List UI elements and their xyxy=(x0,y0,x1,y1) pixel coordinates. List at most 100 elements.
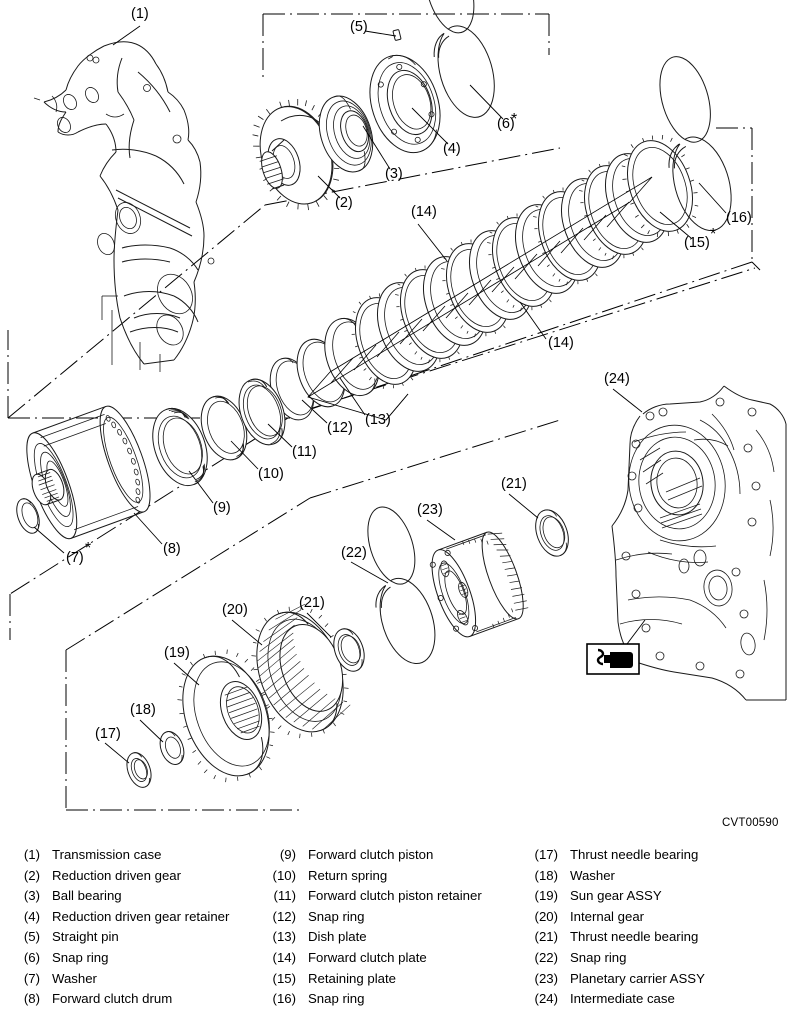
legend-item-label: Ball bearing xyxy=(52,888,122,904)
legend-item-number: (18) xyxy=(534,867,558,883)
legend-item-number: (1) xyxy=(23,847,40,862)
legend-item-number: (9) xyxy=(279,847,296,862)
legend-row: (15)Retaining plate xyxy=(262,969,482,990)
callout-leader-line xyxy=(139,719,164,743)
callout-number: (19) xyxy=(164,645,190,661)
callout-leader-line xyxy=(362,125,391,170)
callout-number: (8) xyxy=(163,541,181,557)
legend-item-label: Snap ring xyxy=(570,949,627,965)
callout-2: (2) xyxy=(317,175,353,211)
asterisk-layer: *** xyxy=(85,111,716,557)
legend-row: (6) Snap ring xyxy=(6,948,229,969)
callout-number: (10) xyxy=(258,466,284,482)
callout-number: (24) xyxy=(604,371,630,387)
part-forward-clutch-piston xyxy=(152,407,208,487)
legend-row: (4)Reduction driven gear retainer xyxy=(6,907,230,928)
legend-item-label: Washer xyxy=(52,970,97,986)
legend-row: (23)Planetary carrier ASSY xyxy=(524,969,705,990)
legend-row: (19)Sun gear ASSY xyxy=(524,886,705,907)
legend-item-label: Straight pin xyxy=(52,929,119,945)
legend-item-label: Intermediate case xyxy=(570,991,675,1007)
callout-17: (17) xyxy=(95,726,130,764)
callout-number: (17) xyxy=(95,726,121,742)
callout-number: (18) xyxy=(130,702,156,718)
callout-5: (5) xyxy=(350,19,397,37)
callout-14: (14) xyxy=(411,204,448,262)
legend-row: (13)Dish plate xyxy=(262,927,482,948)
asterisk-mark: * xyxy=(85,540,91,557)
part-planetary-carrier-assy xyxy=(429,531,529,638)
callout-leader-line xyxy=(267,423,293,448)
legend-row: (8)Forward clutch drum xyxy=(6,989,229,1010)
callout-leader-line xyxy=(411,107,449,145)
legend-row: (10)Return spring xyxy=(262,866,482,887)
callout-leader-line xyxy=(306,612,332,638)
legend-item-label: Snap ring xyxy=(308,991,365,1007)
legend-item-label: Snap ring xyxy=(52,949,109,965)
callout-leader-line xyxy=(364,30,397,37)
callout-number: (6) xyxy=(497,116,515,132)
part-snap-ring-6 xyxy=(424,0,495,118)
legend-item-label: Retaining plate xyxy=(308,970,396,986)
legend-item-number: (5) xyxy=(23,929,40,945)
callout-14: (14) xyxy=(519,301,574,351)
part-intermediate-case xyxy=(611,385,787,701)
callout-number: (11) xyxy=(292,444,317,460)
callout-4: (4) xyxy=(411,107,461,157)
callout-number: (2) xyxy=(335,195,353,211)
figure-code: CVT00590 xyxy=(722,817,779,829)
callout-leader-line xyxy=(659,211,692,239)
callout-leader-line xyxy=(508,493,539,519)
callout-18: (18) xyxy=(130,702,164,743)
callout-20: (20) xyxy=(222,602,263,646)
callout-number: (16) xyxy=(726,210,752,226)
part-reduction-driven-gear-retainer xyxy=(369,54,441,154)
legend-row: (20)Internal gear xyxy=(524,907,705,928)
callout-number: (21) xyxy=(299,595,325,611)
part-clutch-plate-stack xyxy=(269,134,699,421)
callout-number: (12) xyxy=(327,420,353,436)
callout-leader-line xyxy=(469,84,504,120)
callout-leader-line xyxy=(133,512,163,545)
legend-item-label: Transmission case xyxy=(52,847,162,862)
legend-item-number: (7) xyxy=(23,970,40,986)
part-snap-ring-22 xyxy=(367,506,436,665)
callout-number: (22) xyxy=(341,545,367,561)
callout-number: (3) xyxy=(385,166,403,182)
callout-3: (3) xyxy=(362,125,403,182)
legend-item-number: (13) xyxy=(272,929,296,945)
callout-number: (21) xyxy=(501,476,527,492)
callout-11: (11) xyxy=(267,423,317,460)
legend-row: (12)Snap ring xyxy=(262,907,482,928)
callout-number: (14) xyxy=(548,335,574,351)
part-sun-gear-assy xyxy=(177,649,275,783)
callout-leader-line xyxy=(612,388,643,413)
callout-number: (13) xyxy=(365,412,391,428)
legend-row: (22)Snap ring xyxy=(524,948,705,969)
legend-item-label: Forward clutch drum xyxy=(52,991,173,1007)
legend-row: (11)Forward clutch piston retainer xyxy=(262,886,482,907)
callout-19: (19) xyxy=(164,645,200,686)
legend-row: (1) Transmission case xyxy=(6,845,229,866)
exploded-view-figure: .ln{fill:none;stroke:#1a1a1a;stroke-widt… xyxy=(7,0,787,829)
legend-row: (18)Washer xyxy=(524,866,705,887)
callout-leader-line xyxy=(698,182,727,214)
part-washer-7 xyxy=(16,498,40,534)
part-thrust-needle-bearing-21b xyxy=(535,509,569,557)
legend-column-2: (9)Forward clutch piston(10)Return sprin… xyxy=(262,845,482,1010)
callout-8: (8) xyxy=(133,512,181,557)
asterisk-mark: * xyxy=(710,226,716,243)
plate-group-brackets xyxy=(307,176,653,421)
legend-item-number: (21) xyxy=(534,929,558,945)
legend-row: (9)Forward clutch piston xyxy=(262,845,482,866)
callout-number: (7) xyxy=(66,550,84,566)
callout-13: (13) xyxy=(339,377,391,428)
legend-item-label: Internal gear xyxy=(570,908,645,924)
part-reduction-driven-gear xyxy=(252,99,340,211)
legend-item-number: (6) xyxy=(23,949,40,965)
callout-leader-line xyxy=(417,223,448,262)
callout-15: (15) xyxy=(659,211,710,251)
legend-item-number: (24) xyxy=(534,991,558,1007)
legend-item-label: Planetary carrier ASSY xyxy=(570,970,705,986)
legend-item-number: (10) xyxy=(272,867,296,883)
